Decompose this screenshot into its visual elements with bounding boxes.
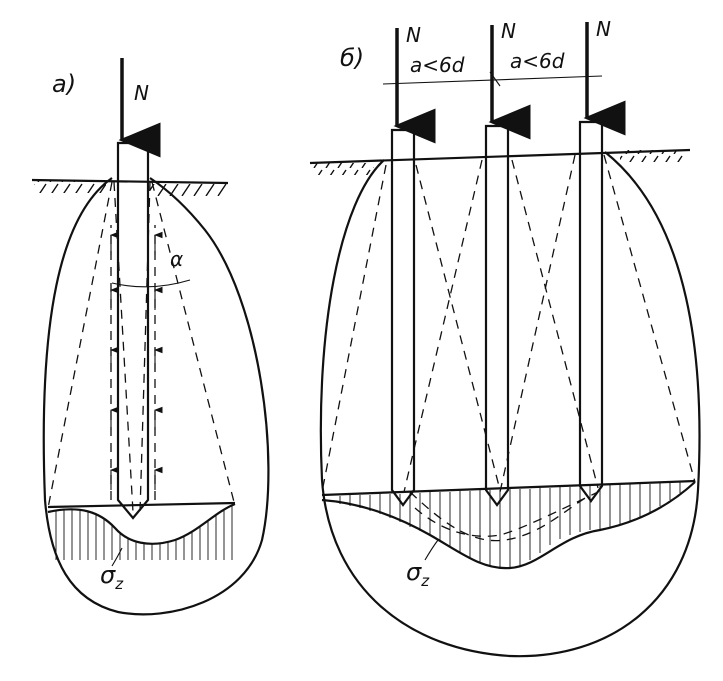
stress-label-b: σz: [406, 558, 430, 590]
load-label-b-3: N: [596, 17, 611, 41]
label-a: а): [52, 70, 76, 98]
diagram-b: б) N N N a<6d a<6d σz: [309, 17, 701, 658]
stress-diagram-b: [321, 479, 696, 570]
pile-b-1: [390, 128, 416, 507]
stress-subscript-b: z: [420, 572, 430, 590]
label-b: б): [340, 44, 364, 72]
stress-diagram-a: [47, 501, 236, 567]
angle-label-a: α: [170, 247, 183, 271]
ground-surface-b: [309, 148, 691, 175]
stress-hatching-b: [339, 482, 681, 568]
pressure-bulb-b: [319, 151, 701, 658]
stress-subscript-a: z: [114, 575, 124, 593]
friction-arrows-a: [109, 225, 163, 500]
load-label-b-1: N: [406, 23, 421, 47]
load-label-b-2: N: [501, 19, 516, 43]
diagram-a: а) N α σz: [31, 58, 270, 616]
spacing-label-2: a<6d: [510, 49, 565, 73]
spacing-dimension: [382, 71, 603, 87]
pile-b-3: [578, 120, 604, 503]
stress-symbol-b: σ: [406, 558, 422, 586]
spacing-label-1: a<6d: [410, 53, 465, 77]
pressure-bulb-a: [42, 177, 270, 616]
ground-surface-a: [31, 178, 229, 196]
stress-label-a: σz: [100, 561, 124, 593]
load-label-a: N: [134, 81, 149, 105]
angle-arc-a: [111, 279, 191, 288]
stress-symbol-a: σ: [100, 561, 116, 589]
